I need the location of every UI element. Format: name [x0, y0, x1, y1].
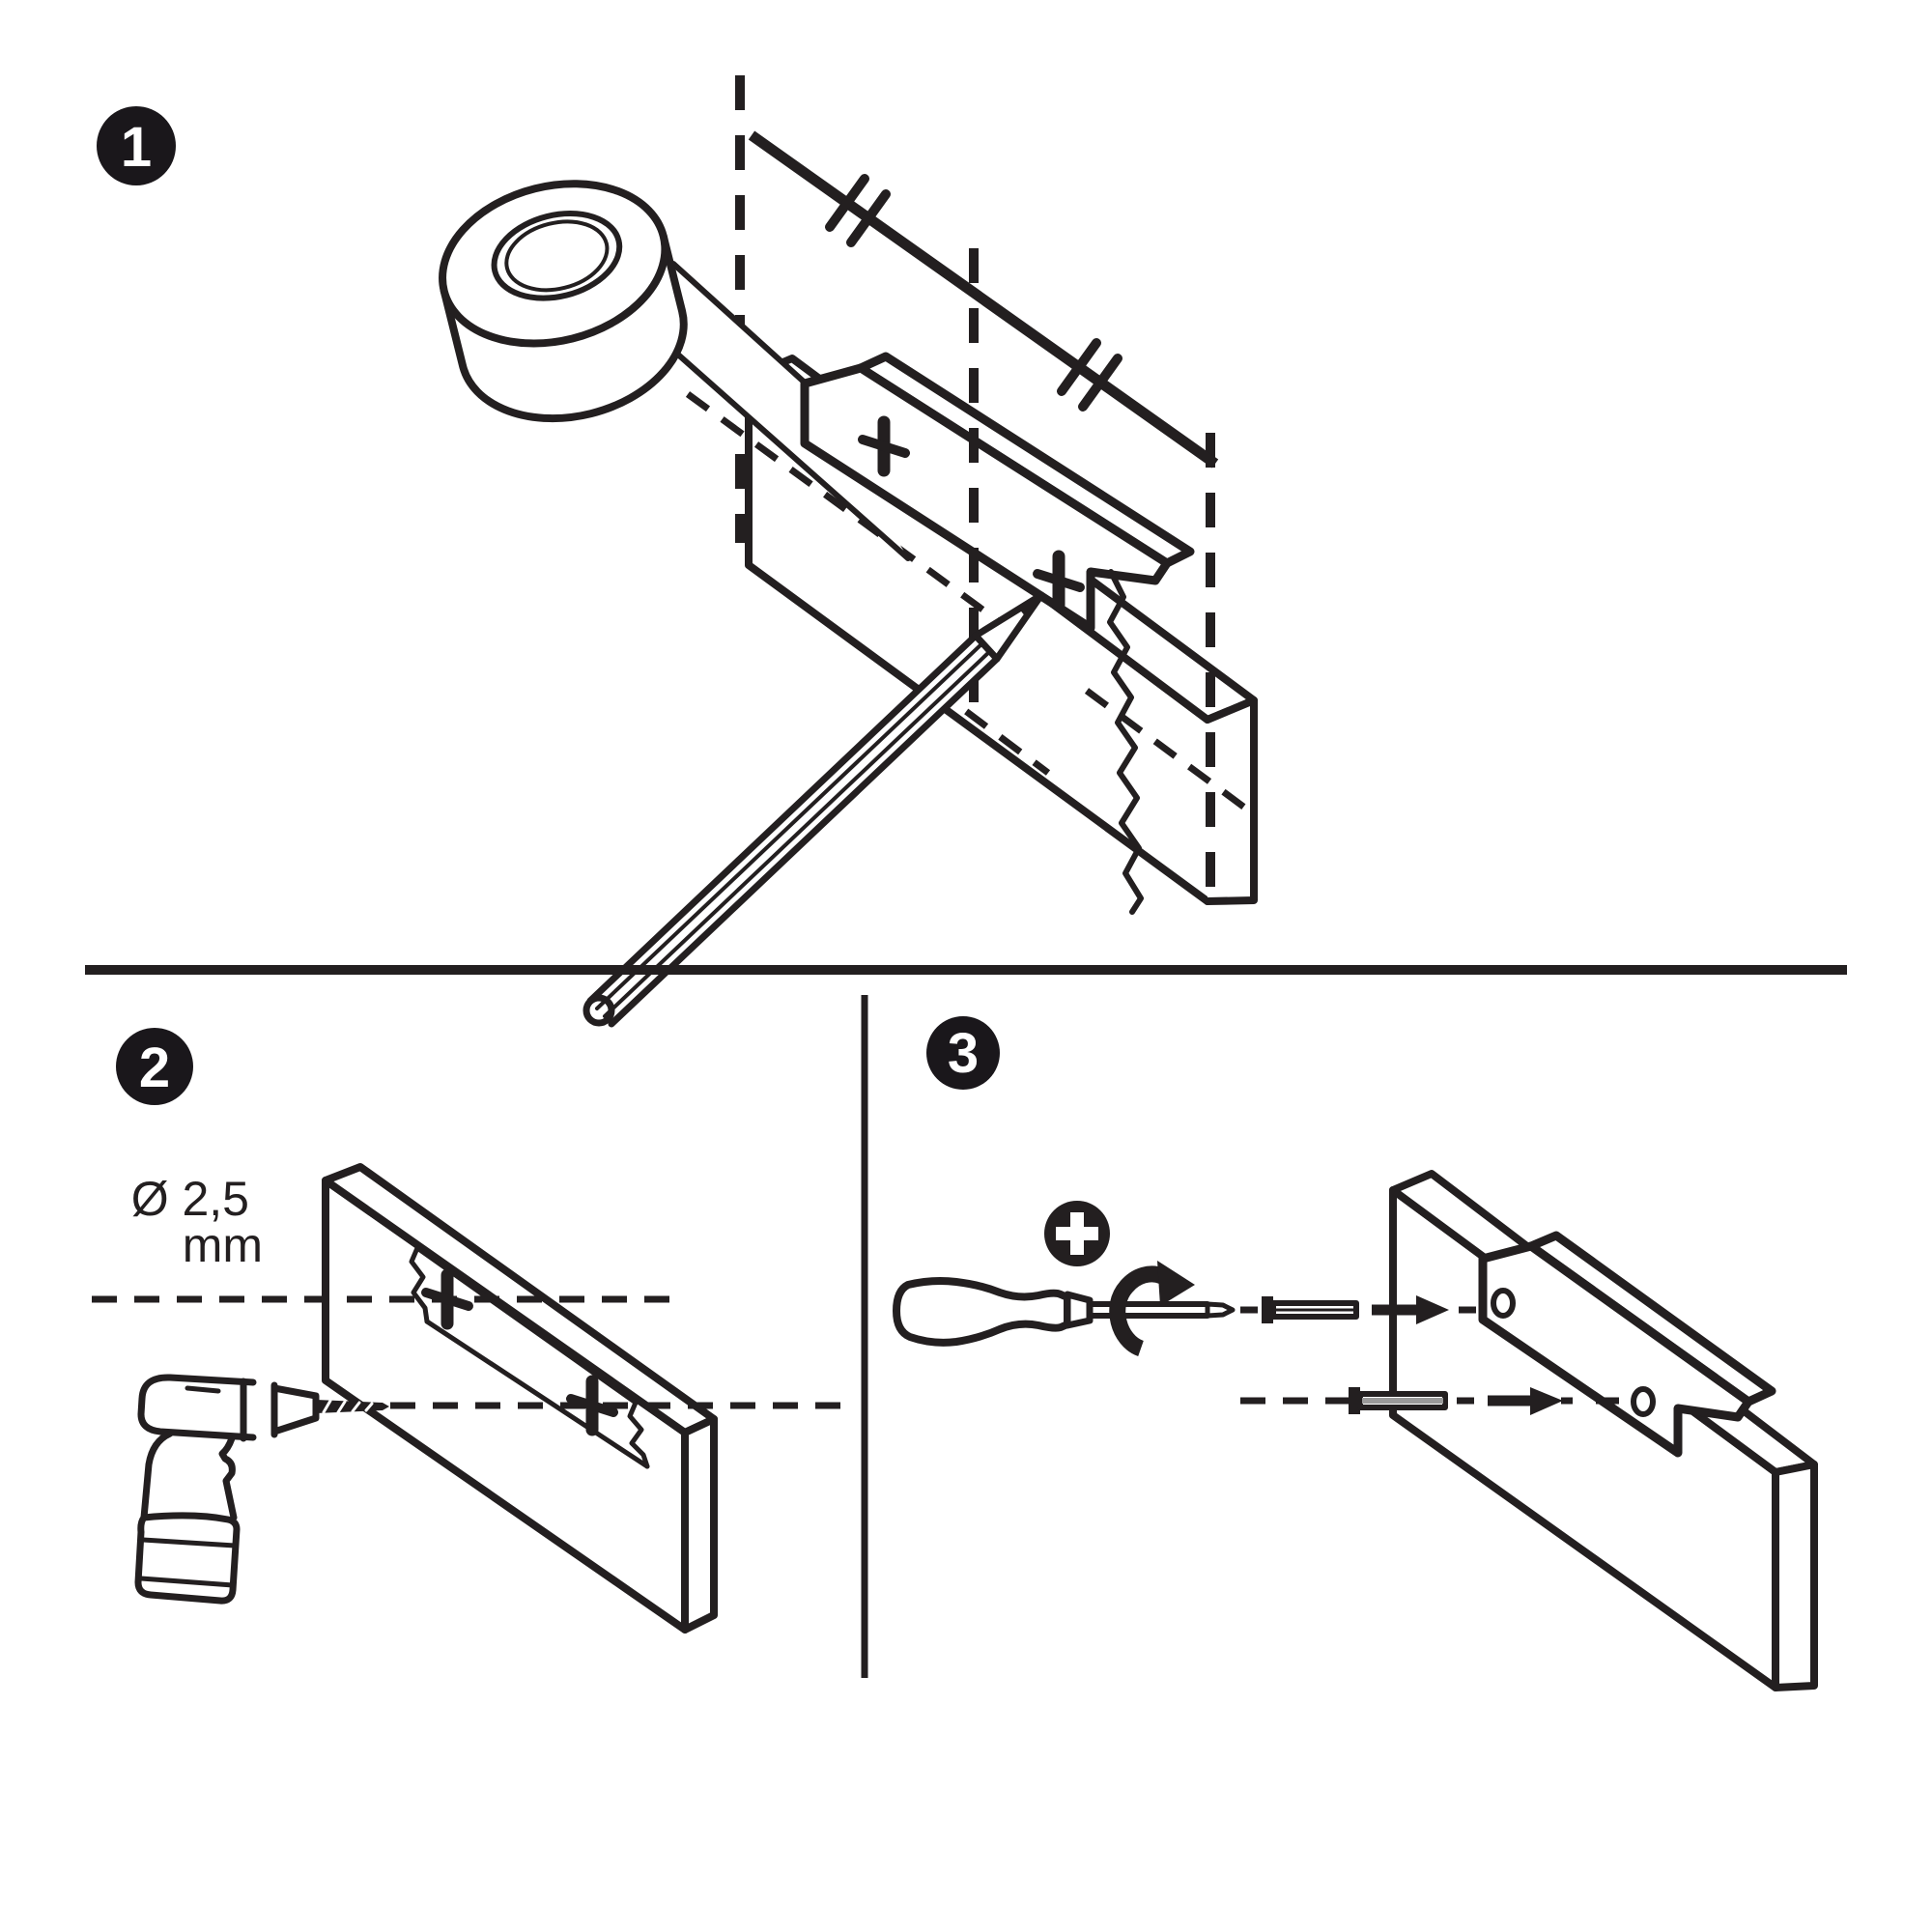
panel-dividers: [85, 965, 1847, 1678]
tape-strip-icon: [659, 261, 911, 561]
pencil-icon: [582, 591, 1045, 1028]
insertion-arrow-icon: [1372, 1295, 1449, 1324]
double-tick-marks-icon: [825, 174, 1122, 412]
sketch-zigzag-icon: [1107, 569, 1144, 915]
screw-icon: [1349, 1387, 1448, 1414]
cross-mark-icon: [566, 1375, 618, 1436]
wood-board-icon: [1389, 1170, 1818, 1691]
drill-body: [137, 1374, 257, 1441]
step-1-badge: 1: [97, 106, 176, 185]
screw-icon: [1262, 1296, 1359, 1323]
screw-guide-top: [1240, 1295, 1476, 1324]
vertical-dashed-guide-icon: [969, 248, 1215, 896]
pencil-end-cap: [582, 994, 615, 1027]
drill-vent: [185, 1385, 221, 1394]
step-1-number: 1: [121, 116, 152, 179]
step-2-number: 2: [139, 1037, 170, 1099]
step-3-badge: 3: [926, 1016, 1000, 1090]
edge-bracket-icon: [800, 352, 1195, 633]
board-end-face: [1772, 1461, 1818, 1691]
cordless-drill-icon: [134, 1374, 389, 1605]
diameter-unit: mm: [183, 1218, 263, 1272]
cross-mark-icon: [1033, 550, 1085, 611]
bracket-face: [800, 363, 1172, 633]
bracket-face: [1478, 1241, 1753, 1458]
drill-battery: [134, 1512, 241, 1605]
step-3-panel: 3: [893, 1016, 1818, 1691]
measuring-line-icon: [748, 130, 1219, 469]
drill-handle: [140, 1430, 174, 1521]
insertion-arrow-icon: [1488, 1387, 1563, 1415]
screwdriver-ferrule: [1064, 1291, 1094, 1329]
edge-bracket-icon: [1478, 1231, 1776, 1458]
step-2-panel: 2 Ø 2,5 mm: [92, 1028, 850, 1634]
board-end-face: [681, 1415, 718, 1634]
badge-circle: [116, 1028, 193, 1105]
cross-mark-icon: [858, 415, 910, 477]
rotation-arrow-icon: [1109, 1261, 1195, 1357]
drill-chuck: [270, 1384, 320, 1435]
diameter-value: Ø 2,5: [131, 1172, 249, 1226]
drill-trigger: [218, 1435, 238, 1521]
pencil-lead: [1017, 595, 1041, 618]
step-1-panel: 1: [97, 75, 1258, 1028]
step-2-badge: 2: [116, 1028, 193, 1105]
screwdriver-tip: [1205, 1301, 1236, 1319]
step-3-number: 3: [948, 1022, 979, 1085]
phillips-head-icon: [1044, 1201, 1110, 1266]
screw-hole-icon: [1491, 1288, 1516, 1319]
phillips-screwdriver-icon: [893, 1277, 1236, 1347]
badge-circle: [926, 1016, 1000, 1090]
traced-outline-icon: [409, 1245, 650, 1469]
wood-board-icon: [322, 1163, 718, 1634]
horizontal-dashed-guide-icon: [92, 1295, 850, 1409]
badge-circle: [97, 106, 176, 185]
drill-diameter-label: Ø 2,5 mm: [131, 1172, 263, 1272]
screw-guide-bottom: [1240, 1387, 1619, 1415]
screwdriver-handle: [893, 1277, 1071, 1347]
screw-hole-icon: [1631, 1386, 1656, 1417]
tape-roll-icon: [439, 180, 688, 423]
